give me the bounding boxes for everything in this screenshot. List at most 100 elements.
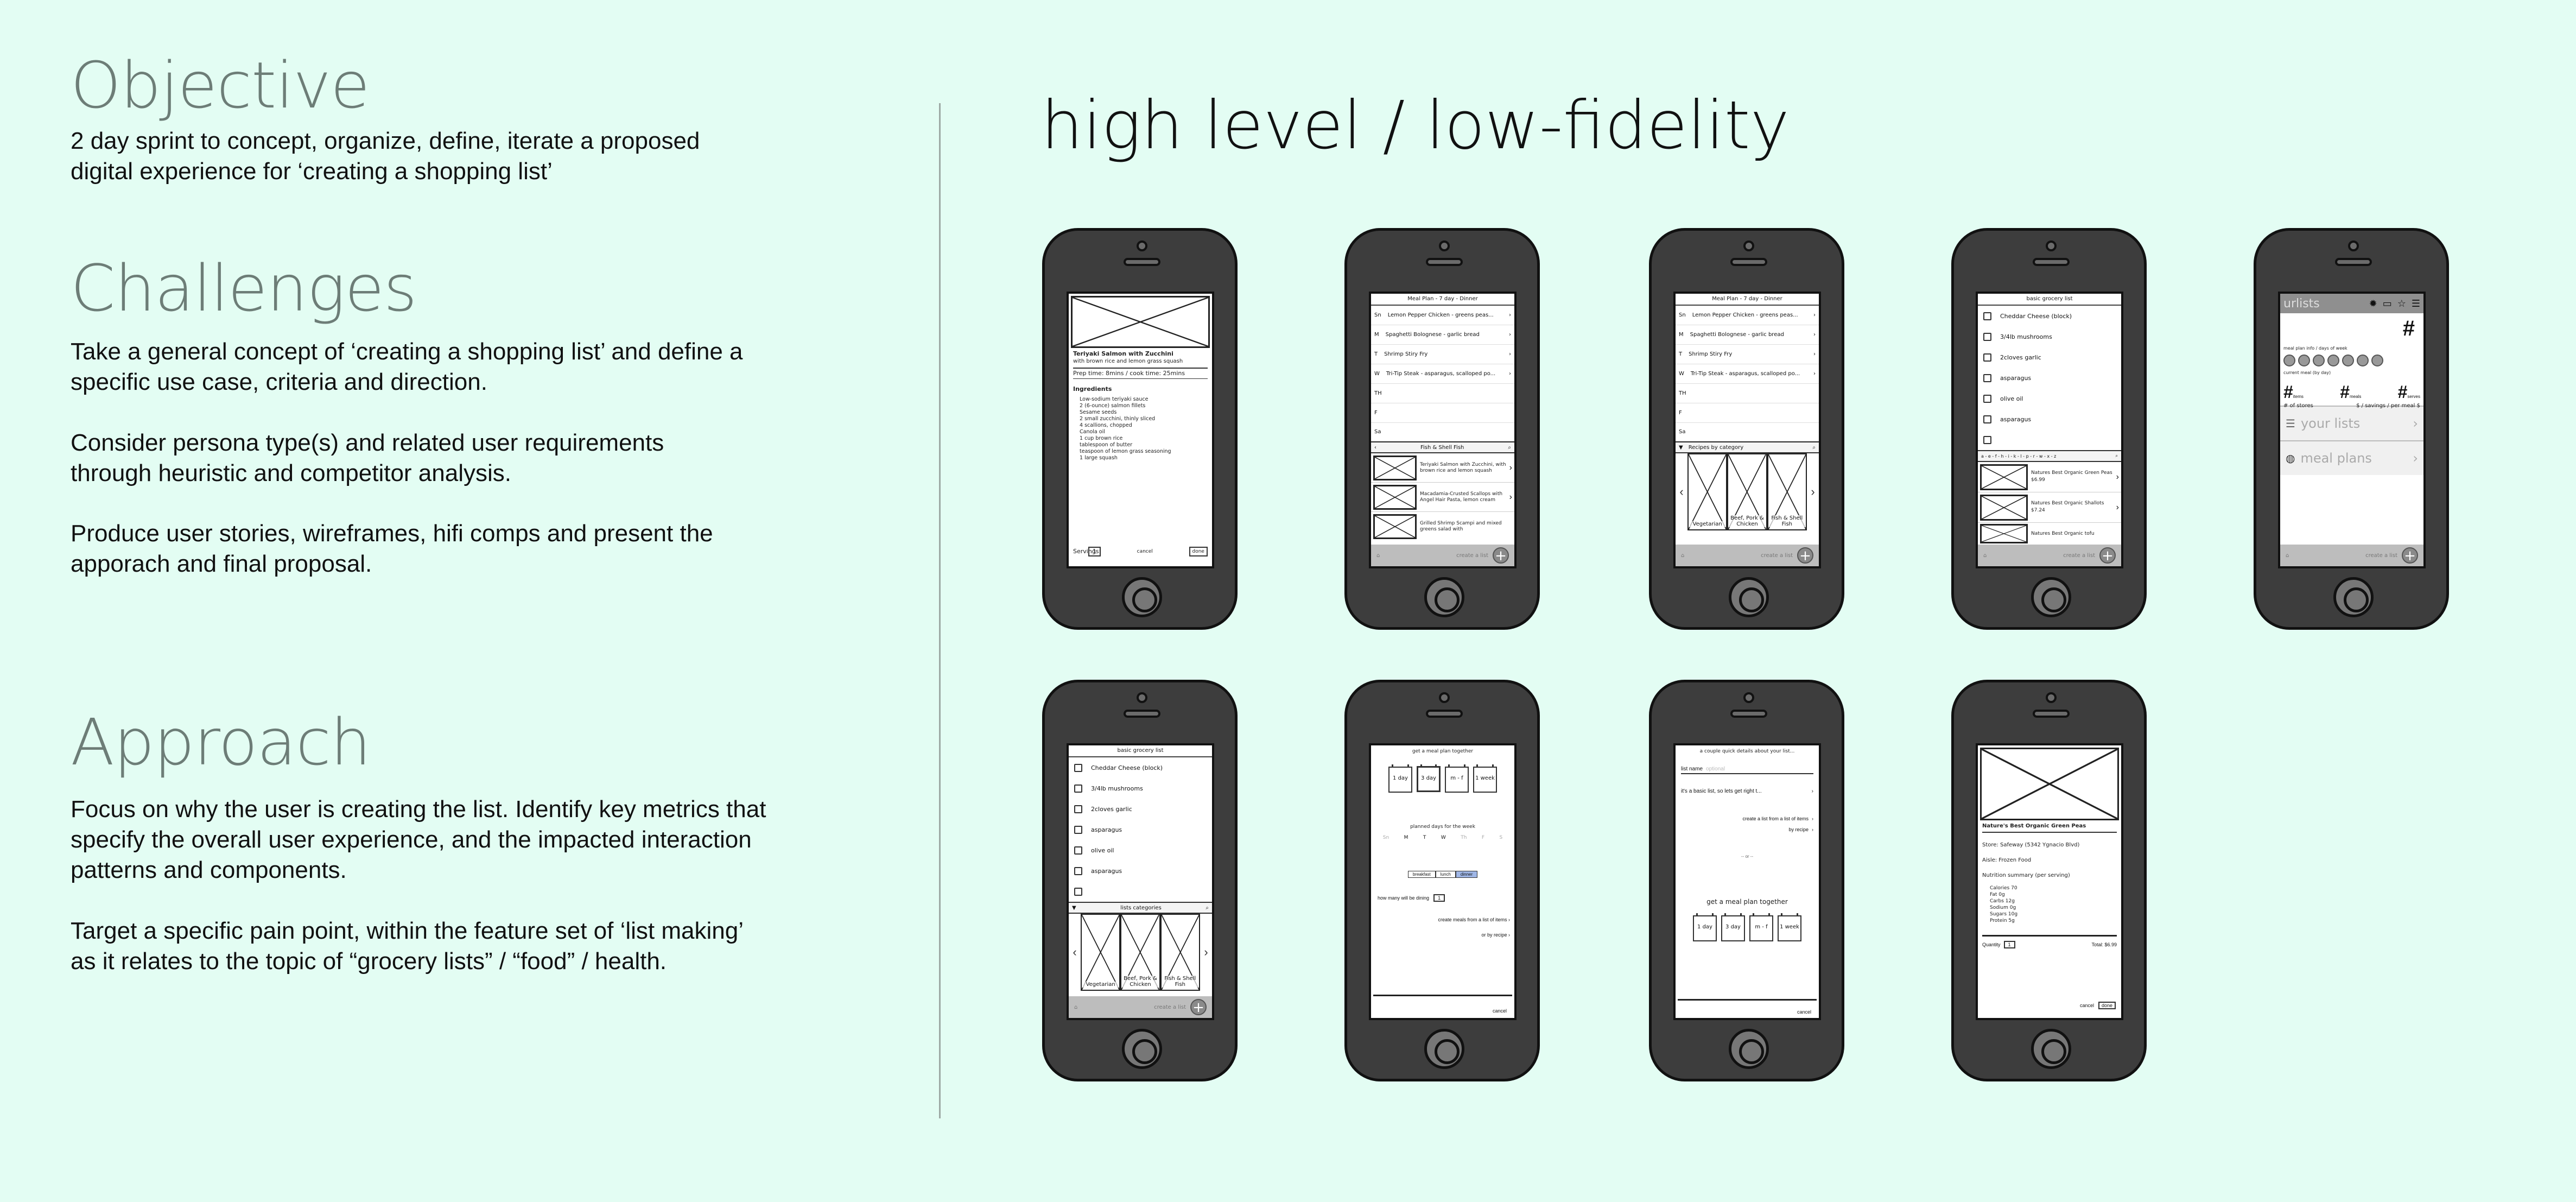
cancel-button[interactable]: cancel	[1492, 1008, 1507, 1014]
meal-day-row[interactable]: TH	[1676, 384, 1819, 403]
done-button[interactable]: done	[2098, 1002, 2116, 1009]
recipe-category-bar[interactable]: ▼Recipes by category⌕	[1676, 441, 1819, 453]
create-list-label[interactable]: create a list	[1154, 1004, 1186, 1010]
weekday-option[interactable]: Sn	[1382, 835, 1389, 840]
home-button[interactable]	[1729, 1029, 1769, 1069]
home-button[interactable]	[2031, 577, 2071, 617]
cancel-button[interactable]: cancel	[1797, 1009, 1811, 1015]
list-name-input[interactable]: optional	[1706, 766, 1725, 772]
gear-icon[interactable]: ✹	[2369, 298, 2377, 309]
grocery-item[interactable]: asparagus	[1069, 861, 1212, 881]
create-list-label[interactable]: create a list	[1456, 552, 1488, 559]
cancel-button[interactable]: cancel	[1137, 549, 1153, 554]
home-button[interactable]	[2031, 1029, 2071, 1069]
checkbox[interactable]	[1983, 353, 1991, 362]
product-list-item[interactable]: Natures Best Organic Shallots$7.24›	[1978, 492, 2121, 523]
duration-option[interactable]: 3 day	[1721, 913, 1745, 941]
add-button[interactable]: +	[1797, 547, 1813, 564]
create-list-label[interactable]: create a list	[2365, 552, 2397, 559]
chevron-right-icon[interactable]: ›	[1204, 945, 1208, 959]
duration-option[interactable]: m - f	[1749, 913, 1773, 941]
grocery-item[interactable]: olive oil	[1978, 388, 2121, 409]
weekday-option[interactable]: F	[1481, 835, 1485, 840]
weekday-option[interactable]: W	[1441, 835, 1446, 840]
chevron-right-icon[interactable]: ›	[1811, 485, 1815, 498]
checkbox[interactable]	[1074, 825, 1082, 834]
meal-time-option[interactable]: breakfast	[1407, 871, 1436, 878]
duration-option[interactable]: 1 week	[1778, 913, 1801, 941]
day-dot[interactable]	[2371, 355, 2383, 366]
chevron-left-icon[interactable]: ‹	[1073, 945, 1077, 959]
duration-option[interactable]: m - f	[1445, 764, 1469, 793]
duration-option[interactable]: 1 week	[1473, 764, 1497, 793]
meal-day-row[interactable]: F	[1371, 403, 1514, 423]
alphabet-index[interactable]: a - e - f - h - i - k - l - p - r - w - …	[1981, 453, 2057, 459]
home-icon[interactable]: ⌂	[1681, 552, 1685, 559]
category-card[interactable]: Beef, Pork & Chicken	[1120, 914, 1160, 991]
create-from-items-link[interactable]: create a list from a list of items›	[1681, 816, 1813, 821]
alphabet-bar[interactable]: a - e - f - h - i - k - l - p - r - w - …	[1978, 450, 2121, 462]
checkbox[interactable]	[1983, 374, 1991, 382]
grocery-item[interactable]: 3/4lb mushrooms	[1978, 326, 2121, 347]
search-icon[interactable]: ⌕	[1508, 444, 1511, 451]
meal-day-row[interactable]: TH	[1371, 384, 1514, 403]
cancel-button[interactable]: cancel	[2079, 1003, 2094, 1008]
list-icon[interactable]: ☰	[2411, 298, 2420, 309]
chevron-left-icon[interactable]: ‹	[1679, 485, 1684, 498]
by-recipe-link[interactable]: by recipe›	[1681, 827, 1813, 832]
home-icon[interactable]: ⌂	[1074, 1004, 1078, 1010]
duration-option[interactable]: 1 day	[1388, 764, 1412, 793]
duration-option[interactable]: 3 day	[1417, 764, 1441, 792]
day-dot[interactable]	[2342, 355, 2354, 366]
home-button[interactable]	[1424, 577, 1464, 617]
grocery-item[interactable]: asparagus	[1069, 819, 1212, 840]
weekday-option[interactable]: Th	[1461, 835, 1467, 840]
category-card[interactable]: Fish & Shell Fish	[1767, 453, 1807, 530]
home-icon[interactable]: ⌂	[1376, 552, 1380, 559]
list-category-bar[interactable]: ▼lists categories⌕	[1069, 902, 1212, 914]
weekday-option[interactable]: T	[1423, 835, 1426, 840]
grocery-item[interactable]: olive oil	[1069, 840, 1212, 861]
duration-option[interactable]: 1 day	[1693, 913, 1717, 941]
filter-icon[interactable]: ▼	[1679, 444, 1683, 451]
product-list-item[interactable]: Natures Best Organic Green Peas$6.99›	[1978, 462, 2121, 492]
day-dot[interactable]	[2327, 355, 2339, 366]
day-dot[interactable]	[2357, 355, 2369, 366]
recipe-list-item[interactable]: Macadamia-Crusted Scallops with Angel Ha…	[1371, 483, 1514, 512]
basic-list-option[interactable]: it's a basic list, so lets get right t..…	[1681, 788, 1813, 794]
weekday-option[interactable]: M	[1404, 835, 1408, 840]
home-button[interactable]	[1424, 1029, 1464, 1069]
home-button[interactable]	[1122, 1029, 1162, 1069]
week-dots[interactable]	[2283, 355, 2420, 369]
grocery-item[interactable]: Cheddar Cheese (block)	[1069, 757, 1212, 778]
grocery-item[interactable]: asparagus	[1978, 368, 2121, 388]
checkbox[interactable]	[1074, 763, 1082, 772]
meal-time-option[interactable]: lunch	[1435, 871, 1456, 878]
your-lists-button[interactable]: ☰your lists›	[2280, 406, 2423, 440]
category-card[interactable]: Vegetarian	[1687, 453, 1728, 530]
meal-day-row[interactable]: Sa	[1371, 423, 1514, 441]
grocery-item[interactable]: Cheddar Cheese (block)	[1978, 306, 2121, 326]
meal-day-row[interactable]: Sa	[1676, 423, 1819, 441]
category-card[interactable]: Fish & Shell Fish	[1160, 914, 1200, 991]
checkbox[interactable]	[1983, 312, 1991, 320]
search-icon[interactable]: ⌕	[1205, 904, 1209, 911]
quantity-input[interactable]: 1	[2003, 941, 2015, 948]
weekday-option[interactable]: S	[1499, 835, 1503, 840]
category-card[interactable]: Beef, Pork & Chicken	[1727, 453, 1767, 530]
done-button[interactable]: done	[1189, 547, 1208, 556]
checkbox[interactable]	[1983, 415, 1991, 423]
search-icon[interactable]: ⌕	[1812, 444, 1816, 451]
home-button[interactable]	[1729, 577, 1769, 617]
recipe-list-item[interactable]: Grilled Shrimp Scampi and mixed greens s…	[1371, 512, 1514, 541]
add-button[interactable]: +	[1190, 999, 1207, 1015]
home-icon[interactable]: ⌂	[2286, 552, 2289, 559]
product-list-item[interactable]: Natures Best Organic tofu	[1978, 523, 2121, 545]
